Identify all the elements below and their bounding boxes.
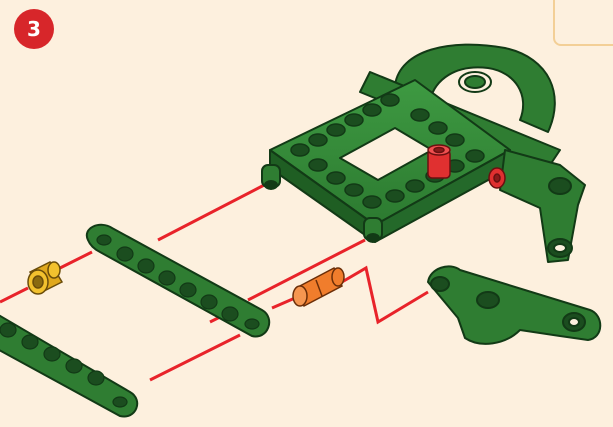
red-pin [428, 145, 450, 178]
beam-upper [87, 225, 269, 337]
beam-lower [0, 310, 137, 417]
yellow-bushing [28, 262, 62, 294]
red-connector [489, 168, 505, 188]
angled-connector [428, 266, 600, 343]
frame-assembly [262, 45, 585, 262]
